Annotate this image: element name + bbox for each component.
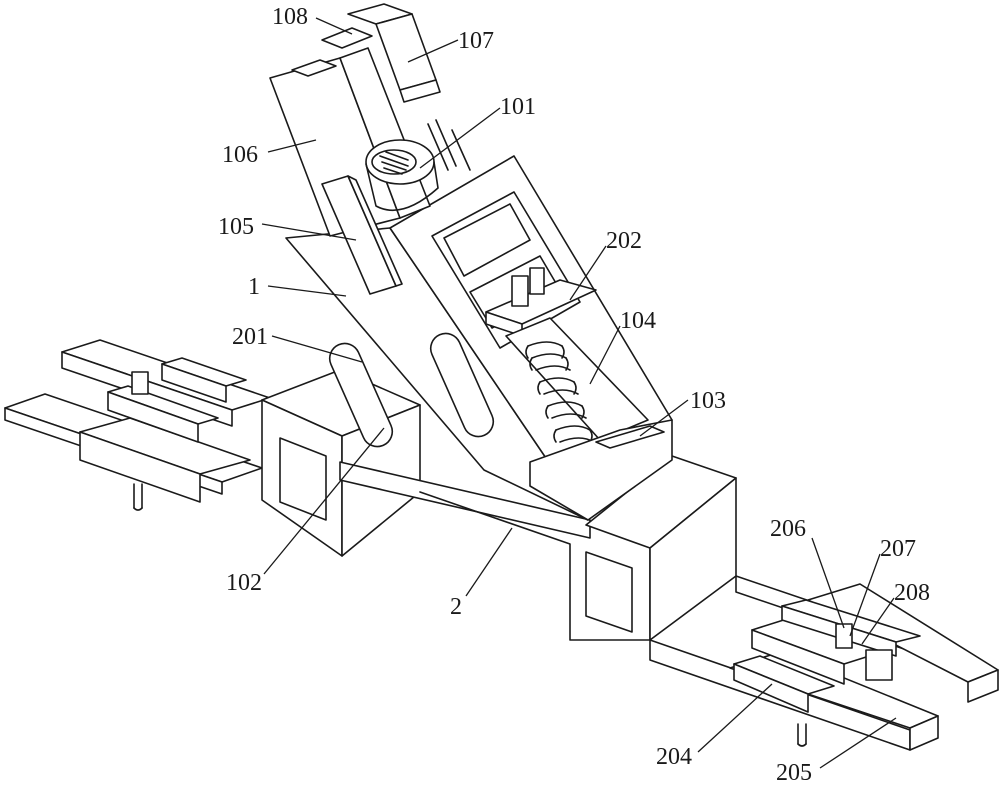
slot-right bbox=[429, 332, 495, 438]
right-block bbox=[865, 649, 893, 681]
leader-102 bbox=[263, 427, 385, 575]
motor-101-body bbox=[365, 161, 439, 212]
upper-assembly bbox=[269, 3, 471, 295]
label-105: 105 bbox=[218, 214, 254, 240]
label-103: 103 bbox=[690, 388, 726, 414]
rod-1 bbox=[427, 123, 449, 171]
block-103 bbox=[529, 419, 673, 521]
label-207: 207 bbox=[880, 536, 916, 562]
leader-202 bbox=[569, 245, 607, 301]
slot-201 bbox=[328, 342, 394, 448]
label-201: 201 bbox=[232, 324, 268, 350]
leader-1 bbox=[267, 285, 347, 297]
leader-106 bbox=[267, 139, 317, 153]
leader-101 bbox=[419, 107, 501, 169]
spring-channel bbox=[505, 317, 649, 441]
leader-105 bbox=[261, 223, 357, 241]
label-106: 106 bbox=[222, 142, 258, 168]
label-104: 104 bbox=[620, 308, 656, 334]
rod-2 bbox=[451, 129, 471, 171]
right-support-window bbox=[585, 551, 633, 633]
leader-201 bbox=[271, 335, 363, 363]
leader-207 bbox=[849, 553, 881, 637]
leader-lines bbox=[261, 17, 897, 769]
motor-101-vent bbox=[371, 149, 417, 175]
right-clamp-bar-face bbox=[751, 629, 845, 685]
block-108-b bbox=[321, 27, 373, 49]
leader-205 bbox=[819, 717, 897, 769]
label-205: 205 bbox=[776, 760, 812, 786]
base-beam bbox=[339, 461, 591, 539]
leader-104 bbox=[589, 325, 621, 385]
label-204: 204 bbox=[656, 744, 692, 770]
right-clip bbox=[835, 623, 853, 649]
left-slide-plate-face bbox=[79, 431, 201, 503]
block-107 bbox=[375, 13, 437, 91]
left-support-window bbox=[279, 437, 327, 521]
leader-204 bbox=[697, 683, 773, 753]
label-101: 101 bbox=[500, 94, 536, 120]
label-206: 206 bbox=[770, 516, 806, 542]
leader-103 bbox=[639, 399, 689, 437]
left-clamp-bar-2-face bbox=[161, 363, 227, 403]
post-202 bbox=[511, 275, 529, 307]
left-clip bbox=[131, 371, 149, 395]
spring-104 bbox=[527, 341, 599, 455]
label-208: 208 bbox=[894, 580, 930, 606]
label-2: 2 bbox=[450, 594, 462, 620]
leader-107 bbox=[407, 39, 459, 63]
label-107: 107 bbox=[458, 28, 494, 54]
block-108-a bbox=[291, 59, 337, 77]
label-202: 202 bbox=[606, 228, 642, 254]
part-labels: 108 107 101 106 105 1 202 104 201 103 10… bbox=[218, 4, 930, 786]
left-clamp-bar-face bbox=[107, 391, 199, 443]
label-108: 108 bbox=[272, 4, 308, 30]
label-102: 102 bbox=[226, 570, 262, 596]
leader-2 bbox=[465, 527, 513, 597]
body-window-1 bbox=[443, 203, 531, 277]
leader-108 bbox=[315, 17, 353, 35]
leader-208 bbox=[861, 597, 895, 645]
label-1: 1 bbox=[248, 274, 260, 300]
base-frame bbox=[4, 339, 999, 751]
spring-section bbox=[485, 267, 673, 521]
leader-206 bbox=[811, 537, 845, 629]
